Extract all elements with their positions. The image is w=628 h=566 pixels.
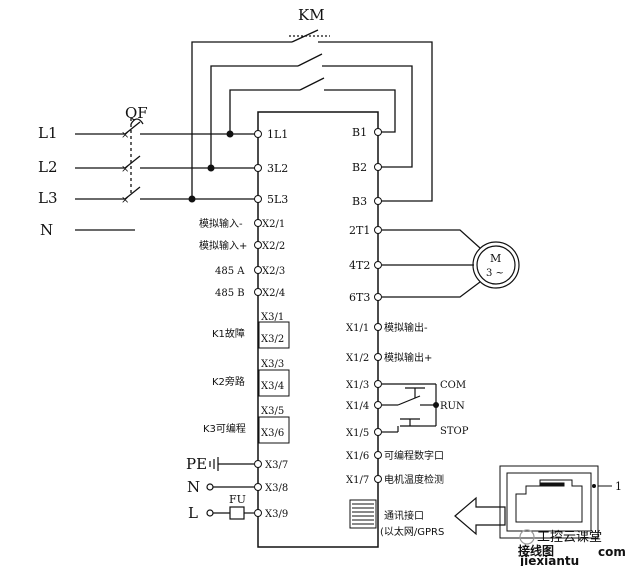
label-analog-out-pos: 模拟输出+: [384, 351, 432, 364]
terminal-6t3: 6T3: [349, 291, 370, 304]
label-analog-out-neg: 模拟输出-: [384, 321, 428, 334]
svg-text:×: ×: [121, 164, 129, 175]
terminal-2t1: 2T1: [349, 224, 370, 237]
terminal-x2-3: X2/3: [262, 266, 285, 277]
svg-text:×: ×: [121, 195, 129, 206]
junction-dot: [207, 164, 215, 172]
terminal-x3-1: X3/1: [261, 312, 284, 323]
label-stop: STOP: [440, 426, 469, 437]
label-485-b: 485 B: [215, 288, 245, 299]
control-supply: [206, 457, 254, 520]
label-n: N: [187, 478, 200, 496]
junction-dot: [188, 195, 196, 203]
right-terminals: [374, 128, 382, 483]
terminal-x3-4: X3/4: [261, 381, 284, 392]
label-485-a: 485 A: [215, 266, 245, 277]
label-analog-in-neg: 模拟输入-: [199, 217, 243, 230]
input-l1-label: L1: [38, 124, 58, 142]
terminal-3l2: 3L2: [267, 162, 288, 175]
svg-text:×: ×: [121, 130, 129, 141]
junction-dot: [226, 130, 234, 138]
terminal-4t2: 4T2: [349, 259, 370, 272]
terminal-x3-9: X3/9: [265, 509, 288, 520]
label-run: RUN: [440, 401, 465, 412]
label-fu: FU: [229, 493, 246, 506]
bypass-contactor: [191, 29, 433, 202]
junction-dot: [433, 402, 439, 408]
motor-phase: 3 ~: [486, 268, 504, 279]
terminal-b3: B3: [352, 195, 367, 208]
terminal-x3-5: X3/5: [261, 406, 284, 417]
terminal-x1-5: X1/5: [346, 428, 369, 439]
terminal-x1-3: X1/3: [346, 380, 369, 391]
terminal-x3-7: X3/7: [265, 460, 288, 471]
ethernet-jack-icon: [499, 465, 612, 539]
label-com: COM: [440, 380, 466, 391]
comm-label-line1: 通讯接口: [384, 509, 424, 522]
terminal-x2-2: X2/2: [262, 241, 285, 252]
input-l2-label: L2: [38, 158, 58, 176]
terminal-5l3: 5L3: [267, 193, 288, 206]
label-k2: K2旁路: [212, 375, 245, 388]
terminal-x3-6: X3/6: [261, 428, 284, 439]
label-k1: K1故障: [212, 327, 245, 340]
comm-label-line2: (以太网/GPRS: [380, 525, 444, 538]
label-analog-in-pos: 模拟输入+: [199, 239, 247, 252]
motor-wiring: [382, 229, 520, 298]
terminal-x3-8: X3/8: [265, 483, 288, 494]
terminal-x1-6: X1/6: [346, 451, 369, 462]
watermark: 工控云课堂 接线图 jiexiantu com: [518, 529, 626, 566]
terminal-x2-1: X2/1: [262, 219, 285, 230]
label-l: L: [188, 504, 198, 522]
label-prog-digital: 可编程数字口: [384, 449, 444, 462]
motor-label: M: [490, 252, 501, 265]
label-k3: K3可编程: [203, 422, 246, 435]
left-terminals: [254, 130, 262, 517]
terminal-x3-2: X3/2: [261, 334, 284, 345]
input-l3-label: L3: [38, 189, 58, 207]
input-n-label: N: [40, 221, 53, 239]
terminal-1l1: 1L1: [267, 128, 288, 141]
contactor-label: KM: [298, 6, 325, 24]
label-motor-temp: 电机温度检测: [384, 473, 444, 486]
label-pe: PE: [186, 455, 207, 473]
breaker-label: QF: [125, 104, 148, 122]
terminal-x2-4: X2/4: [262, 288, 285, 299]
relay-contacts: [258, 321, 290, 444]
terminal-x1-7: X1/7: [346, 475, 369, 486]
callout-number: 1: [615, 480, 622, 493]
pushbutton-wiring: [382, 383, 437, 433]
terminal-b2: B2: [352, 161, 367, 174]
comm-arrow: [454, 496, 506, 536]
terminal-b1: B1: [352, 126, 367, 139]
watermark-com: com: [598, 545, 626, 559]
terminal-x1-4: X1/4: [346, 401, 369, 412]
watermark-text: 工控云课堂: [537, 530, 602, 545]
terminal-x1-2: X1/2: [346, 353, 369, 364]
watermark-site: 接线图: [518, 543, 554, 558]
watermark-domain: jiexiantu: [519, 554, 579, 566]
qf-breaker: × × ×: [75, 118, 258, 231]
comm-port-icon: [349, 499, 377, 529]
terminal-x3-3: X3/3: [261, 359, 284, 370]
terminal-x1-1: X1/1: [346, 323, 369, 334]
